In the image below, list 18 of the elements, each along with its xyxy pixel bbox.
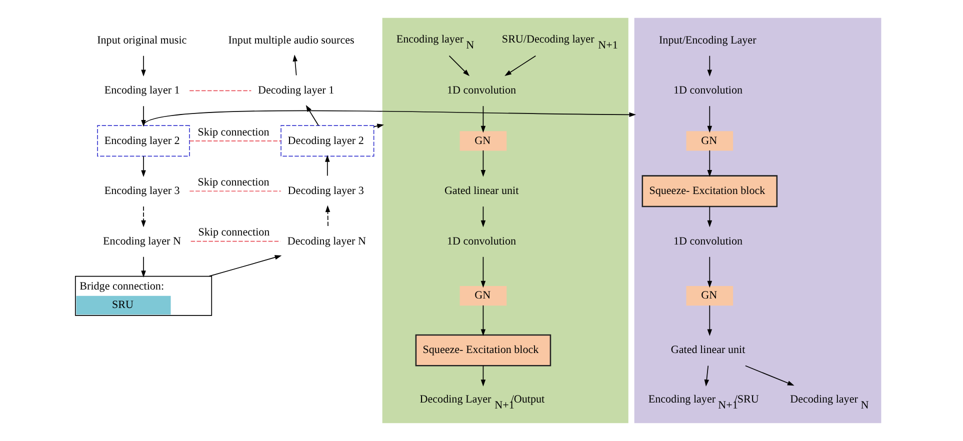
node-text: Input/Encoding Layer xyxy=(659,34,756,46)
node-text: 1D convolution xyxy=(673,235,743,248)
node-text: Decoding layer 3 xyxy=(288,185,364,198)
node-text: Decoding layer N xyxy=(287,235,366,248)
node-text: Encoding layer 1 xyxy=(104,84,180,97)
node-text: Input original music xyxy=(97,34,187,46)
edge-label: Skip connection xyxy=(198,126,270,138)
edge-label: Skip connection xyxy=(198,176,270,189)
node-text: Gated linear unit xyxy=(444,185,519,198)
node-text: 1D convolution xyxy=(447,84,516,97)
node-text: 1D convolution xyxy=(447,235,516,248)
node-text: Encoding layer N xyxy=(103,235,181,248)
node-text: 1D convolution xyxy=(673,84,743,97)
edge-label: Skip connection xyxy=(198,226,270,239)
node-text: Input multiple audio sources xyxy=(228,34,354,46)
node-text: Encoding layer 3 xyxy=(104,185,180,198)
node-text: Gated linear unit xyxy=(670,344,746,356)
node-text: Decoding layer 1 xyxy=(258,84,334,97)
